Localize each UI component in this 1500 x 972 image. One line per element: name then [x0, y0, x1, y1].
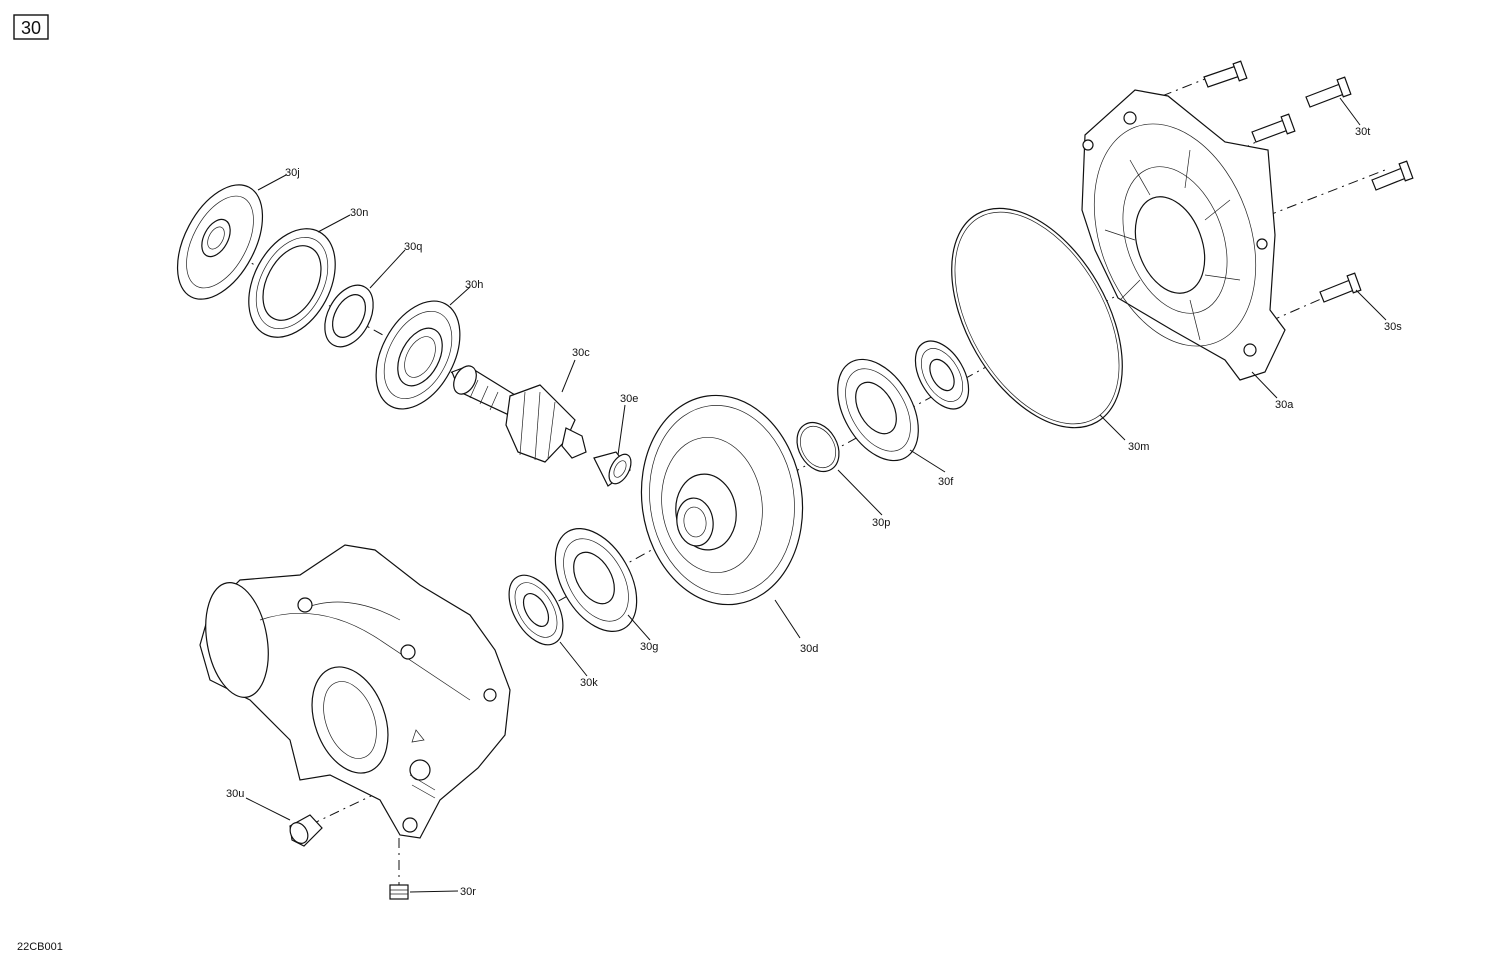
callout-30q: 30q [404, 241, 422, 253]
callout-30r: 30r [460, 886, 476, 898]
part-bolts-30t-30s [1203, 60, 1414, 303]
part-splined-ring-30n [248, 228, 336, 338]
part-seal-small [914, 340, 970, 410]
part-large-o-ring-30m [951, 207, 1123, 429]
drawing-code: 22CB001 [17, 941, 63, 953]
callout-30f: 30f [938, 476, 954, 488]
part-seal-30k [508, 574, 564, 646]
callout-30e: 30e [620, 393, 638, 405]
page-badge: 30 [13, 14, 49, 40]
part-seal-cover-30j [176, 184, 264, 300]
part-pinion-gear-30c [451, 365, 587, 463]
callout-30t: 30t [1355, 126, 1370, 138]
callout-30n: 30n [350, 207, 368, 219]
part-snap-ring-30q [324, 284, 374, 348]
badge-number: 30 [21, 18, 41, 38]
callout-30s: 30s [1384, 321, 1402, 333]
callout-labels: 30j 30n 30q 30h 30c 30e 30d 30p 30f 30m … [226, 126, 1402, 898]
part-ring-gear-30d [640, 394, 804, 606]
callout-30a: 30a [1275, 399, 1294, 411]
part-bearing-30f [837, 358, 919, 462]
part-breather-30r [389, 884, 409, 900]
callout-30h: 30h [465, 279, 483, 291]
leader-lines [245, 97, 1387, 893]
part-bearing-30h [375, 300, 461, 410]
callout-30d: 30d [800, 643, 818, 655]
part-needle-bearing-30e [593, 451, 632, 487]
part-bearing-30g [554, 528, 638, 632]
part-plug-30u [289, 814, 323, 847]
part-housing-cover-30a [1081, 89, 1286, 381]
callout-30j: 30j [285, 167, 300, 179]
part-o-ring-30p [796, 421, 840, 473]
callout-30g: 30g [640, 641, 658, 653]
callout-30p: 30p [872, 517, 890, 529]
callout-30c: 30c [572, 347, 590, 359]
callout-30m: 30m [1128, 441, 1149, 453]
callout-30k: 30k [580, 677, 598, 689]
part-main-housing [199, 544, 511, 839]
callout-30u: 30u [226, 788, 244, 800]
